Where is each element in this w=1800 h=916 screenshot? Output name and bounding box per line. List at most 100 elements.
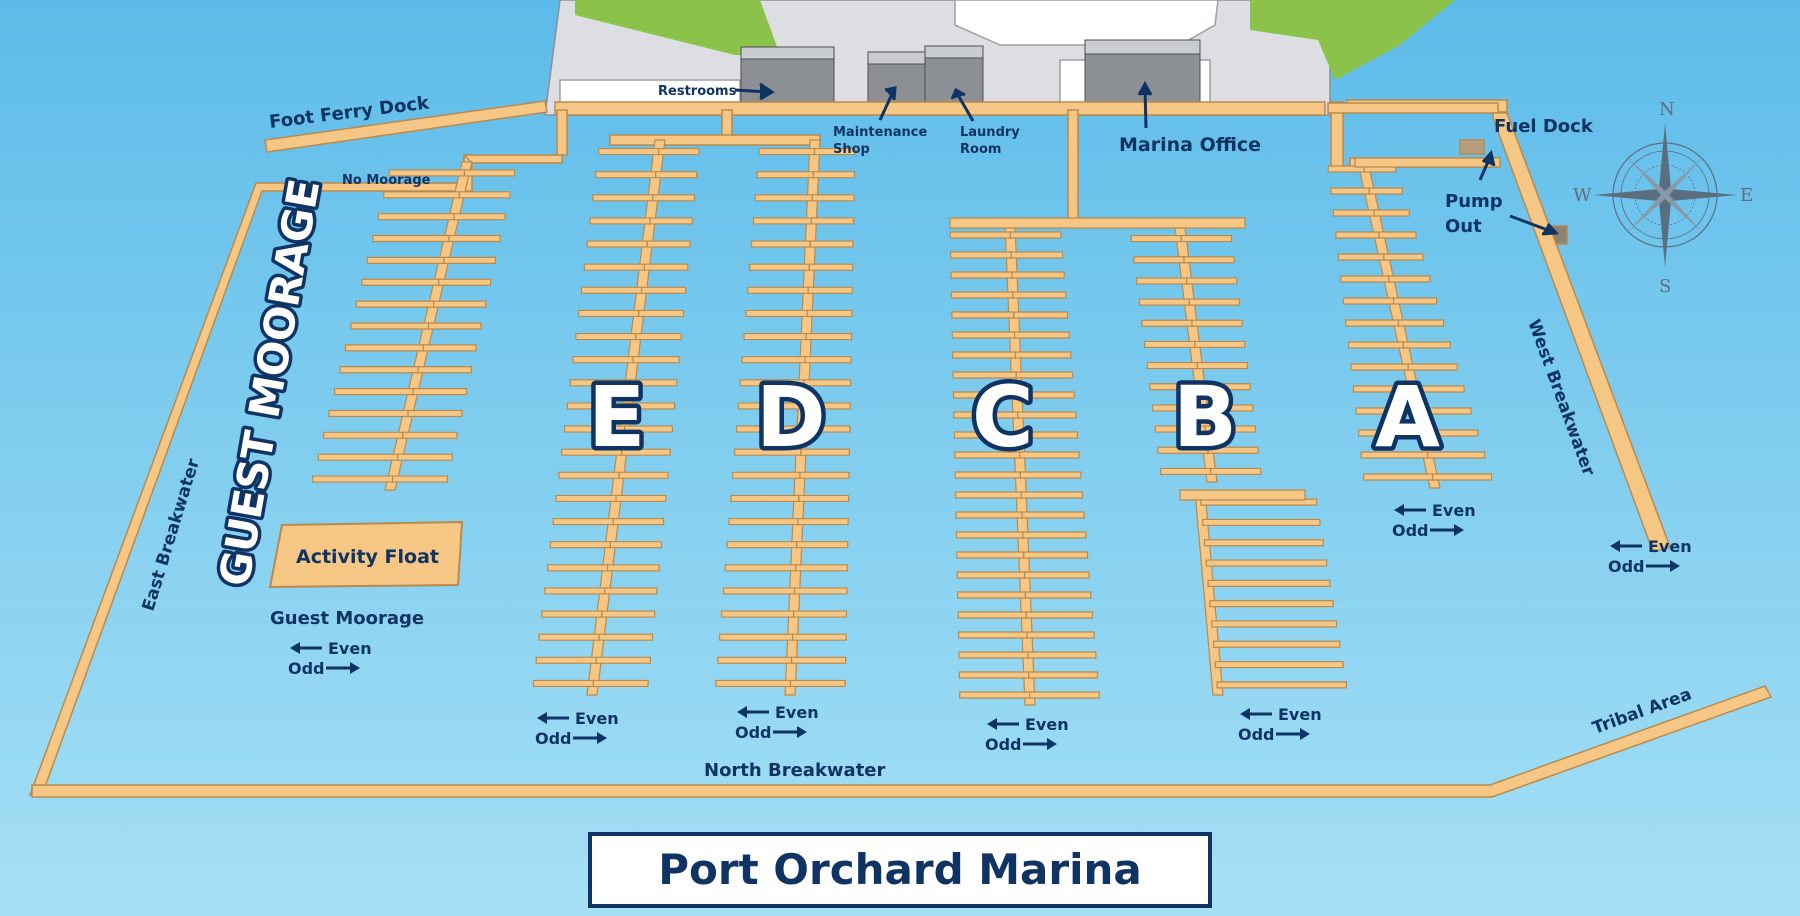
guest-finger	[433, 300, 487, 308]
dock-d-finger	[728, 517, 799, 526]
dock-d-finger	[798, 494, 850, 503]
dock-c-finger	[1020, 491, 1084, 499]
north-breakwater-label: North Breakwater	[704, 760, 886, 781]
dock-e-finger	[655, 171, 698, 179]
dock-d-finger	[802, 402, 851, 410]
dock-a-finger	[1417, 407, 1472, 415]
dock-e-finger	[626, 402, 676, 410]
dock-d-finger	[793, 610, 848, 618]
arrow-right-icon	[597, 732, 607, 744]
activity-float	[268, 520, 464, 589]
dock-c-finger	[955, 531, 1024, 539]
dock-d-finger	[810, 217, 855, 225]
dock-b-upper-finger	[1196, 361, 1248, 370]
dock-c-finger	[1022, 531, 1087, 539]
dock-c-finger	[957, 631, 1028, 639]
dock-d-finger	[758, 147, 816, 156]
compass-rose: N S E W	[1573, 99, 1753, 297]
guest-finger	[328, 409, 409, 418]
dock-e-finger	[589, 217, 651, 225]
dock-e-finger	[544, 587, 606, 595]
arrow-left-icon	[1240, 708, 1250, 720]
fuel-dock-label: Fuel Dock	[1494, 116, 1594, 137]
guest-finger	[344, 344, 424, 352]
dock-a-finger	[1345, 319, 1400, 327]
arrow-right-icon	[1454, 524, 1464, 536]
dock-b-upper-finger	[1204, 425, 1256, 433]
dock-c-finger	[1025, 611, 1094, 619]
dock-c-finger	[951, 311, 1015, 319]
dock-d-finger	[754, 194, 813, 202]
dock-c-finger	[957, 611, 1027, 619]
odd-label: Odd	[288, 659, 325, 678]
odd-label: Odd	[1238, 725, 1275, 744]
foot-ferry-dock	[264, 100, 548, 153]
map-title: Port Orchard Marina	[658, 845, 1142, 894]
maintenance-building	[867, 51, 927, 105]
dock-e-finger	[595, 171, 657, 179]
dock-c-finger	[957, 591, 1027, 599]
dock-c-finger	[1023, 551, 1089, 559]
dock-letters: E D C B A	[584, 364, 1445, 471]
dock-d-finger	[811, 194, 855, 202]
title-box: Port Orchard Marina	[588, 832, 1212, 908]
dock-d-finger	[749, 263, 810, 271]
dock-e-finger	[604, 587, 658, 595]
guest-finger	[402, 431, 458, 439]
guest-finger	[361, 278, 440, 286]
dock-a-finger	[1342, 297, 1395, 305]
dock-e-finger	[609, 541, 662, 549]
dock-letter-e: E	[588, 368, 645, 466]
guest-finger	[438, 278, 492, 286]
connector-gm	[462, 154, 563, 164]
dock-a-finger	[1412, 385, 1465, 393]
dock-b-lower-finger	[1207, 579, 1331, 587]
restroom-building	[740, 46, 835, 103]
dock-c-finger	[1019, 471, 1082, 479]
dock-a-finger	[1330, 187, 1370, 195]
laundry-room-label-1: Laundry	[960, 125, 1020, 140]
dock-c-finger	[1013, 311, 1069, 319]
dock-e-finger	[635, 332, 682, 341]
dock-e-finger	[558, 471, 620, 479]
dock-c-finger	[1009, 231, 1062, 239]
dock-c-finger	[949, 231, 1012, 239]
dock-b-lower-finger	[1205, 559, 1328, 567]
guest-finger	[377, 213, 455, 221]
dock-c-finger	[1027, 651, 1097, 659]
dock-e-finger	[621, 448, 671, 456]
north-breakwater	[31, 685, 1773, 798]
dock-e-finger	[552, 517, 614, 526]
dock-d-finger	[813, 147, 856, 156]
dock-e-finger	[541, 610, 603, 618]
dock-c-finger	[1013, 331, 1070, 339]
even-label: Even	[1025, 715, 1069, 734]
dock-e-finger	[640, 286, 687, 294]
arrow-left-icon	[987, 718, 997, 730]
dock-e-finger	[555, 494, 617, 503]
arrow-right-icon	[1047, 738, 1057, 750]
dock-b-lower-finger	[1214, 660, 1344, 669]
dock-c-finger	[1016, 391, 1075, 399]
dock-e-finger	[532, 679, 595, 688]
dock-e-finger	[535, 656, 597, 664]
dock-c-finger	[1026, 631, 1095, 639]
dock-e-spine	[586, 139, 666, 696]
dock-a-finger	[1378, 231, 1417, 239]
dock-e-finger	[615, 494, 667, 503]
odd-label: Odd	[735, 723, 772, 742]
dock-b-upper-finger	[1194, 340, 1246, 349]
dock-d-finger	[809, 240, 854, 248]
guest-finger	[463, 169, 516, 177]
dock-e-finger	[643, 263, 689, 271]
dock-c-finger	[959, 691, 1031, 699]
dock-c-finger	[950, 291, 1014, 299]
guest-finger	[407, 409, 463, 418]
dock-d-finger	[800, 448, 850, 456]
dock-d-finger	[801, 425, 851, 433]
guest-finger	[366, 256, 445, 264]
dock-c-finger	[954, 471, 1022, 479]
